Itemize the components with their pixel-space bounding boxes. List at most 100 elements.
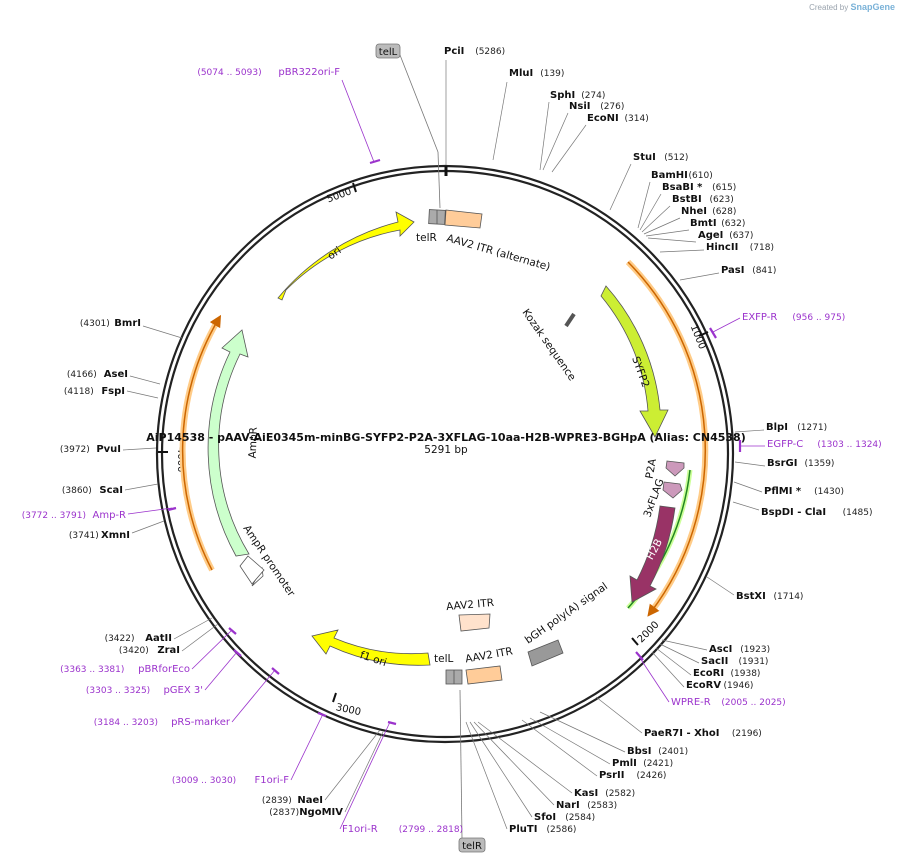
primer-mark-pbrforeco xyxy=(228,627,237,635)
enzyme-leader-bspdi-clai xyxy=(732,501,760,511)
primer-mark-amp-r xyxy=(167,506,177,512)
enzyme-pos-aatii: (3422) xyxy=(105,634,135,644)
enzyme-leader-ngomiv xyxy=(344,731,384,813)
enzyme-name-zrai: ZraI xyxy=(157,645,180,656)
enzyme-pos-asei: (4166) xyxy=(67,370,97,380)
aav2-itr-bottom-block xyxy=(465,665,503,685)
enzyme-leader-asei xyxy=(129,375,161,385)
enzyme-pos-zrai: (3420) xyxy=(119,646,149,656)
primer-mark-f1ori-r xyxy=(387,720,397,726)
primer-pos-pbr322ori-f: (5074 .. 5093) xyxy=(197,68,261,78)
enzyme-leader-bamhi xyxy=(637,181,651,229)
enzyme-leader-paer7i-xhoi xyxy=(595,696,643,734)
enzyme-name-xmni: XmnI xyxy=(101,530,130,541)
enzyme-pos-scai: (3860) xyxy=(62,486,92,496)
enzyme-name-hincii: HincII xyxy=(706,242,738,253)
enzyme-name-bstbi: BstBI xyxy=(672,194,702,205)
telL-tag-leader-b xyxy=(437,151,441,209)
telL-tag-leader xyxy=(399,54,439,153)
enzyme-name-sacii: SacII xyxy=(701,656,728,667)
enzyme-leader-nari xyxy=(473,721,555,806)
tick-mark-1000 xyxy=(698,331,709,337)
primer-pos-wpre-r: (2005 .. 2025) xyxy=(721,698,785,708)
aav2-itr-free-block xyxy=(458,613,491,632)
enzyme-name-bstxi: BstXI xyxy=(736,591,766,602)
enzyme-leader-agei xyxy=(647,237,697,243)
primer-leader-pgex-3 xyxy=(204,651,238,691)
telL-tag-top-text: telL xyxy=(379,47,398,58)
primer-leader-f1ori-r xyxy=(339,721,391,830)
ampr-arrow xyxy=(207,329,250,557)
enzyme-leader-nsii xyxy=(542,112,569,171)
enzyme-leader-asci xyxy=(661,639,708,651)
flag-arrow xyxy=(662,481,683,499)
ampr-promoter-block xyxy=(239,555,265,585)
enzyme-name-paer7i-xhoi: PaeR7I - XhoI xyxy=(644,728,720,739)
enzyme-name-pcii: PciI xyxy=(444,46,464,57)
enzyme-leader-hincii xyxy=(659,249,705,253)
h2b-arrow xyxy=(629,505,676,603)
enzyme-pos-bmti: (632) xyxy=(721,219,745,229)
syfp2-arrow xyxy=(600,285,669,438)
primer-name-prs-marker: pRS-marker xyxy=(171,717,231,728)
enzyme-leader-econi xyxy=(551,124,587,173)
primer-pos-f1ori-f: (3009 .. 3030) xyxy=(172,776,236,786)
telR-tag-leader xyxy=(459,689,463,839)
enzyme-leader-ecori xyxy=(655,647,692,676)
enzyme-leader-kasi xyxy=(477,721,573,794)
enzyme-pos-sfoi: (2584) xyxy=(565,813,595,823)
aav2-itr-free-label: AAV2 ITR xyxy=(446,597,495,613)
enzyme-pos-sphi: (274) xyxy=(581,91,605,101)
primer-pos-pgex-3: (3303 .. 3325) xyxy=(86,686,150,696)
p2a-arrow xyxy=(665,460,685,477)
ori-arrow xyxy=(277,211,415,301)
primer-name-wpre-r: WPRE-R xyxy=(671,697,711,708)
enzyme-leader-sfoi xyxy=(469,721,533,818)
enzyme-leader-pluti xyxy=(465,721,508,830)
enzyme-leader-bstbi xyxy=(641,205,671,233)
enzyme-name-blpi: BlpI xyxy=(766,422,788,433)
enzyme-name-kasi: KasI xyxy=(574,788,598,799)
enzyme-pos-bstbi: (623) xyxy=(710,195,734,205)
primer-leader-pbr322ori-f xyxy=(341,79,375,163)
enzyme-pos-bspdi-clai: (1485) xyxy=(843,508,873,518)
enzyme-pos-pmli: (2421) xyxy=(643,759,673,769)
enzyme-name-pflmi: PflMI * xyxy=(764,486,802,497)
enzyme-leader-pvui xyxy=(122,447,157,451)
bgh-label: bGH poly(A) signal xyxy=(523,580,610,646)
snapgene-credit: Created by SnapGene xyxy=(809,2,895,12)
enzyme-name-scai: ScaI xyxy=(99,485,123,496)
enzyme-leader-pflmi xyxy=(733,481,763,493)
f1-ori-arrow xyxy=(311,629,431,666)
primer-mark-prs-marker xyxy=(271,667,280,675)
enzyme-name-bbsi: BbsI xyxy=(627,746,651,757)
bgh-block xyxy=(527,639,564,667)
telL-feature-label: telL xyxy=(434,653,453,665)
enzyme-leader-ecorv xyxy=(651,651,685,688)
enzyme-name-pmli: PmlI xyxy=(612,758,637,769)
enzyme-name-econi: EcoNI xyxy=(587,113,619,124)
enzyme-name-sfoi: SfoI xyxy=(534,812,556,823)
enzyme-pos-hincii: (718) xyxy=(750,243,774,253)
tick-mark-2000 xyxy=(631,637,639,646)
enzyme-pos-ecorv: (1946) xyxy=(724,681,754,691)
enzyme-leader-pasi xyxy=(679,272,720,281)
enzyme-leader-nhei xyxy=(643,217,681,235)
enzyme-pos-ecori: (1938) xyxy=(731,669,761,679)
primer-name-pgex-3: pGEX 3' xyxy=(163,685,203,696)
enzyme-name-asei: AseI xyxy=(104,369,128,380)
orf-arrow-left xyxy=(181,314,222,571)
enzyme-pos-fspi: (4118) xyxy=(64,387,94,397)
enzyme-leader-pmli xyxy=(529,717,611,765)
primer-pos-pbrforeco: (3363 .. 3381) xyxy=(60,665,124,675)
tick-label-3000: 3000 xyxy=(335,702,362,718)
primer-pos-amp-r: (3772 .. 3791) xyxy=(22,511,86,521)
enzyme-name-bsabi: BsaBI * xyxy=(662,182,703,193)
enzyme-name-nhei: NheI xyxy=(681,206,707,217)
primer-mark-f1ori-f xyxy=(317,711,327,718)
telR-feature-label: telR xyxy=(416,232,437,244)
primer-leader-amp-r xyxy=(127,507,173,515)
enzyme-leader-mlui xyxy=(492,81,508,161)
enzyme-name-pasi: PasI xyxy=(721,265,744,276)
